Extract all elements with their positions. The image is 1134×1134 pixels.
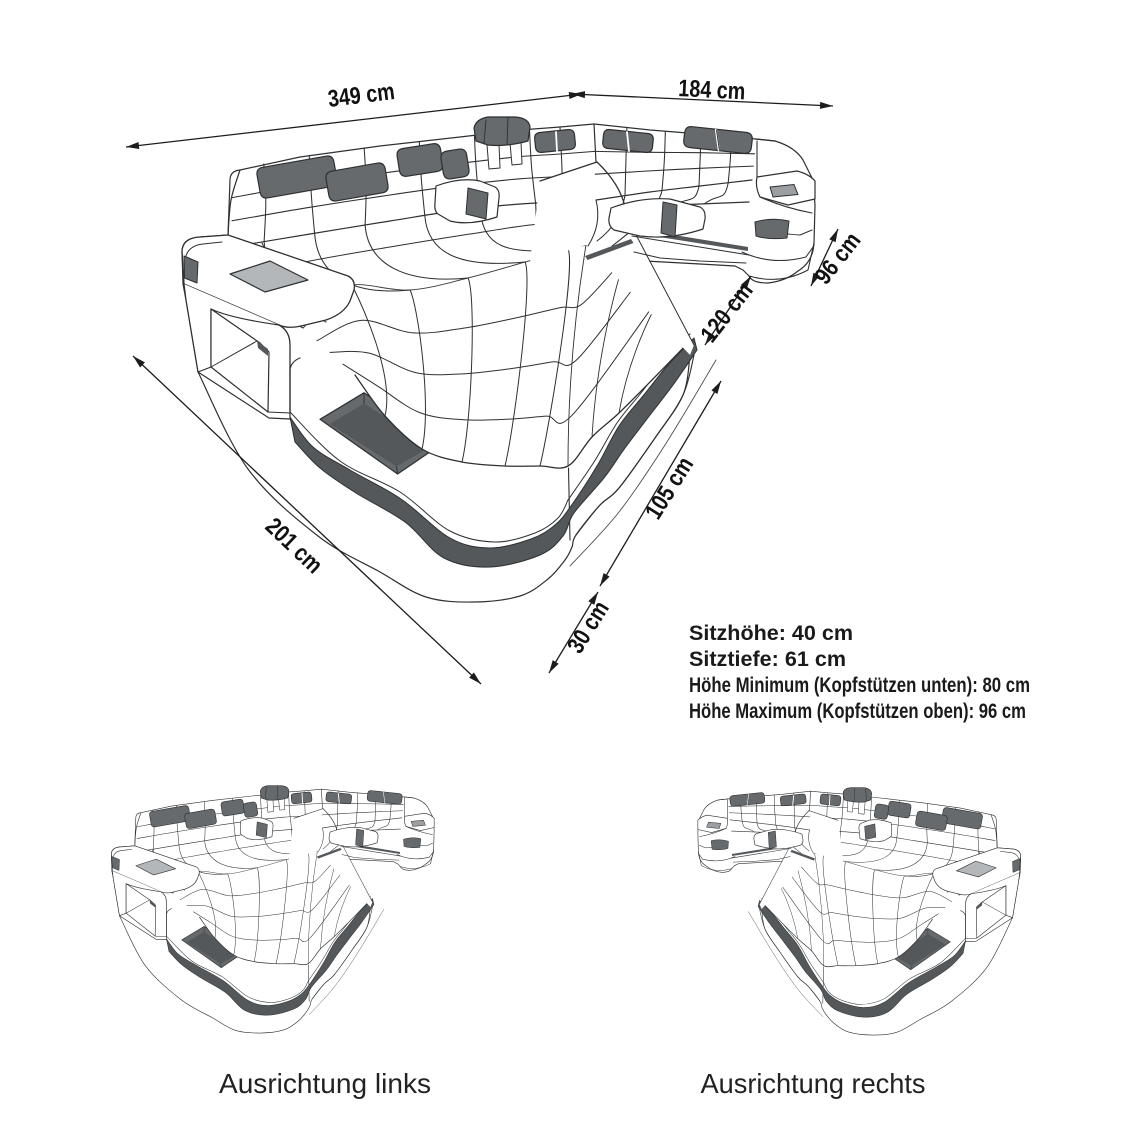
svg-text:Sitztiefe: 61 cm: Sitztiefe: 61 cm <box>689 647 846 671</box>
svg-text:Höhe Minimum (Kopfstützen unte: Höhe Minimum (Kopfstützen unten): 80 cm <box>689 673 1030 697</box>
svg-text:184 cm: 184 cm <box>678 75 746 105</box>
svg-text:Höhe Maximum (Kopfstützen oben: Höhe Maximum (Kopfstützen oben): 96 cm <box>689 699 1026 723</box>
svg-text:Sitzhöhe: 40 cm: Sitzhöhe: 40 cm <box>689 621 853 645</box>
svg-text:Ausrichtung rechts: Ausrichtung rechts <box>701 1068 926 1099</box>
svg-text:Ausrichtung links: Ausrichtung links <box>219 1068 431 1099</box>
